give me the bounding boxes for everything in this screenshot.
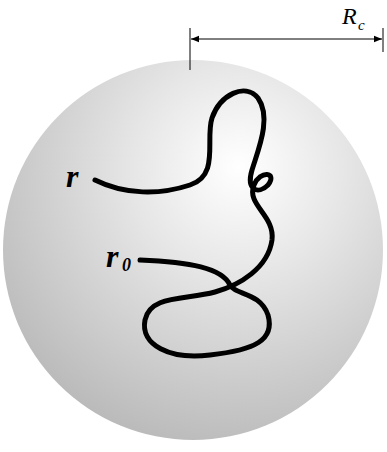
end-position-symbol: r — [66, 160, 78, 192]
radius-subscript: c — [358, 18, 365, 33]
dimension-tick — [190, 28, 191, 70]
start-position-symbol: r — [106, 240, 118, 272]
dimension-line — [191, 39, 382, 40]
dimension-tick — [383, 28, 384, 52]
radius-symbol: R — [342, 4, 357, 28]
start-position-subscript: 0 — [122, 256, 131, 274]
confining-sphere — [3, 60, 383, 440]
polymer-chain — [95, 91, 272, 356]
